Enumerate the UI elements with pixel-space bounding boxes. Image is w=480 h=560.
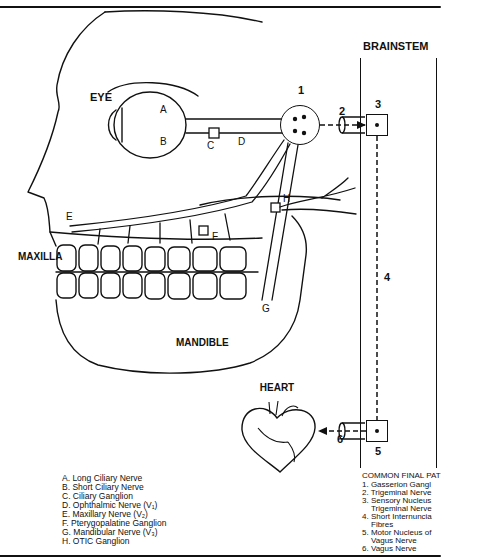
cornea xyxy=(109,110,117,140)
mandible-outline xyxy=(56,216,306,373)
list-line: 5. Motor Nucleus of Vagus Nerve xyxy=(362,529,442,545)
short-ciliary-nerve xyxy=(186,132,282,133)
eye-group xyxy=(109,92,187,158)
nucleus-box: 5 xyxy=(366,420,388,442)
frame-line xyxy=(0,6,440,8)
nerve-group xyxy=(70,119,356,300)
dashed-connector xyxy=(318,430,366,432)
key-list: A. Long Ciliary NerveB. Short Ciliary Ne… xyxy=(62,474,232,546)
nucleus-box: 3 xyxy=(366,114,388,136)
ganglion-circle: 1 xyxy=(280,105,320,145)
tooth xyxy=(79,273,98,298)
key-line: G. Mandibular Nerve (V₃) xyxy=(62,528,232,537)
tooth xyxy=(145,247,165,271)
callout-letter: F xyxy=(212,232,218,242)
key-line: C. Ciliary Ganglion xyxy=(62,492,232,501)
tooth xyxy=(220,247,246,271)
callout-letter: E xyxy=(66,212,73,222)
part-label: EYE xyxy=(90,92,112,103)
tooth xyxy=(168,273,190,299)
pterygopalatine-ganglion xyxy=(199,226,208,235)
cell-dot xyxy=(293,117,297,121)
ganglion-cells xyxy=(293,115,306,135)
dental-branch xyxy=(98,214,230,244)
tooth xyxy=(145,273,165,299)
callout-number: 5 xyxy=(327,446,429,457)
list-line: 6. Vagus Nerve xyxy=(362,545,442,553)
dashed-connector xyxy=(376,136,378,420)
heart-shape: HEART xyxy=(236,398,318,474)
tooth xyxy=(79,245,98,271)
frame-line xyxy=(0,555,440,557)
callout-letter: B xyxy=(160,137,167,147)
otic-branch xyxy=(280,178,356,214)
eye-globe xyxy=(114,92,186,158)
region-title: BRAINSTEM xyxy=(363,41,428,52)
tooth xyxy=(220,273,246,299)
nucleus-dot xyxy=(375,123,379,127)
part-label: MAXILLA xyxy=(18,252,62,262)
key-line: F. Pterygopalatine Ganglion xyxy=(62,519,232,528)
heart-body xyxy=(242,408,315,472)
list-line: 4. Short Internuncia Fibres xyxy=(362,513,442,529)
key-line: H. OTIC Ganglion xyxy=(62,537,232,546)
part-label: MANDIBLE xyxy=(176,338,229,348)
skull-profile xyxy=(28,12,105,246)
cell-dot xyxy=(302,115,306,119)
nerve-stump xyxy=(342,117,365,133)
orbit-ridge xyxy=(108,83,198,96)
callout-letter: G xyxy=(262,304,270,314)
key-line: B. Short Ciliary Nerve xyxy=(62,483,232,492)
pathway-list: COMMON FINAL PAT1. Gasserion Gangl2. Tri… xyxy=(362,472,442,553)
nerve-stumps xyxy=(339,117,365,439)
callout-number: 6 xyxy=(337,434,343,445)
tooth xyxy=(101,273,120,298)
list-line: 2. Trigeminal Nerve xyxy=(362,489,442,497)
cell-dot xyxy=(293,129,297,133)
tooth xyxy=(193,247,217,271)
skull-vault xyxy=(105,11,262,22)
heart-vessels xyxy=(258,401,298,462)
list-heading: COMMON FINAL PAT xyxy=(362,472,442,480)
key-line: A. Long Ciliary Nerve xyxy=(62,474,232,483)
cell-dot xyxy=(302,131,306,135)
list-line: 1. Gasserion Gangl xyxy=(362,481,442,489)
maxillary-nerve xyxy=(70,140,284,226)
ciliary-ganglion xyxy=(209,128,219,138)
callout-letter: C xyxy=(207,141,214,151)
maxillary-nerve xyxy=(72,144,290,232)
tooth xyxy=(123,273,142,298)
callout-letter: A xyxy=(160,105,167,115)
dashed-connector xyxy=(320,124,366,126)
long-ciliary-nerve xyxy=(186,118,281,119)
nerve-stump xyxy=(342,423,365,439)
tooth xyxy=(168,247,190,271)
callout-number: 1 xyxy=(241,85,361,96)
iris xyxy=(121,108,122,142)
key-line: D. Ophthalmic Nerve (V₁) xyxy=(62,501,232,510)
otic-ganglion xyxy=(271,203,280,212)
heart-outline xyxy=(236,398,318,474)
brainstem-band: BRAINSTEM35 xyxy=(360,58,437,468)
tooth xyxy=(123,246,142,271)
tooth xyxy=(101,246,120,271)
tooth xyxy=(193,273,217,299)
tooth xyxy=(57,273,76,298)
callout-letter: D xyxy=(238,137,245,147)
key-line: E. Maxillary Nerve (V₂) xyxy=(62,510,232,519)
callout-number: 4 xyxy=(384,272,390,283)
callout-number: 2 xyxy=(339,106,345,117)
callout-letter: H xyxy=(283,194,290,204)
organ-label: HEART xyxy=(196,383,358,393)
nucleus-dot xyxy=(375,429,379,433)
nerve-stump xyxy=(339,117,345,133)
list-line: 3. Sensory Nucleus Trigeminal Nerve xyxy=(362,497,442,513)
